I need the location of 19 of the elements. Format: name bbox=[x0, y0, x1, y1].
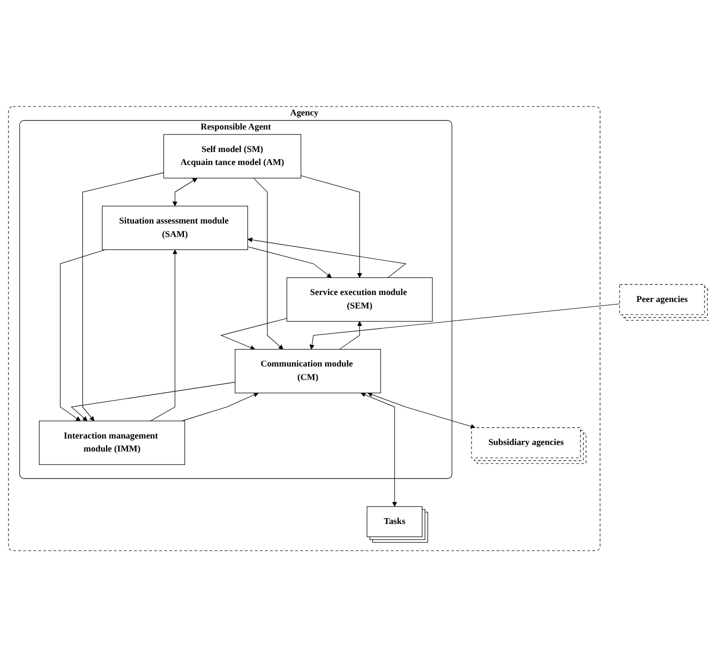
arrow bbox=[172, 178, 198, 207]
arrow bbox=[182, 392, 259, 422]
arrow bbox=[253, 178, 284, 350]
node-box: Communication module (CM) bbox=[234, 349, 381, 394]
node-box: Service execution module (SEM) bbox=[286, 278, 433, 322]
arrow bbox=[360, 392, 398, 508]
arrow bbox=[247, 238, 406, 278]
arrow bbox=[300, 176, 362, 278]
arrow bbox=[247, 246, 332, 278]
arrow bbox=[368, 392, 476, 430]
node-box: Self model (SM) Acquain tance model (AM) bbox=[163, 134, 302, 179]
node-box: Situation assessment module (SAM) bbox=[102, 206, 248, 250]
arrow bbox=[310, 304, 620, 350]
arrow bbox=[70, 382, 236, 422]
arrow bbox=[220, 318, 288, 350]
arrow bbox=[150, 250, 178, 422]
arrow bbox=[339, 322, 362, 350]
arrow bbox=[82, 172, 164, 422]
node-box: Interaction management module (IMM) bbox=[38, 421, 186, 466]
